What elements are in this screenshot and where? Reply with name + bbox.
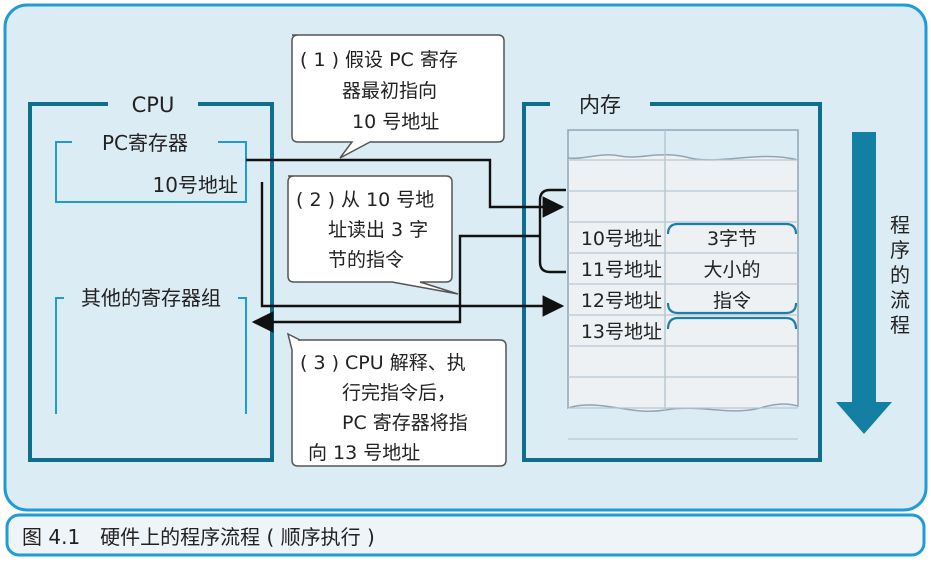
cpu-title: CPU bbox=[132, 93, 175, 117]
memory-address: 12号地址 bbox=[581, 290, 662, 312]
callout-line: 行完指令后， bbox=[342, 382, 456, 404]
pc-register-label: PC寄存器 bbox=[102, 131, 188, 155]
pc-to-addr13-arrow bbox=[260, 182, 565, 317]
memory-address: 13号地址 bbox=[581, 321, 662, 343]
memory-content: 3字节 bbox=[707, 228, 757, 250]
memory-address: 11号地址 bbox=[581, 259, 662, 281]
flow-label-char: 的 bbox=[890, 263, 910, 287]
other-registers-label: 其他的寄存器组 bbox=[81, 286, 221, 310]
callout-line: 10 号地址 bbox=[352, 111, 439, 133]
memory-title: 内存 bbox=[579, 93, 621, 117]
callout-line: 向 13 号地址 bbox=[308, 442, 420, 464]
caption-bar bbox=[5, 513, 926, 557]
memory-strip: 10号地址 3字节 11号地址 大小的 12号地址 指令 13号地址 bbox=[567, 129, 799, 440]
instruction-bracket bbox=[538, 188, 566, 274]
callout-line: 址读出 3 字 bbox=[328, 219, 428, 241]
flow-label-char: 程 bbox=[890, 213, 910, 237]
pc-register-value: 10号地址 bbox=[153, 173, 238, 197]
memory-address: 10号地址 bbox=[581, 228, 662, 250]
flow-label-char: 流 bbox=[890, 288, 910, 312]
memory-content: 大小的 bbox=[703, 259, 760, 281]
callout-line: 节的指令 bbox=[328, 249, 404, 271]
program-flow-arrow bbox=[836, 132, 892, 434]
flow-label-char: 程 bbox=[890, 313, 910, 337]
callout-step-2 bbox=[287, 175, 459, 295]
other-registers-box: 其他的寄存器组 bbox=[55, 286, 247, 414]
pc-to-addr10-arrow bbox=[246, 158, 565, 218]
callout-line: PC 寄存器将指 bbox=[342, 412, 468, 434]
callout-line: 器最初指向 bbox=[342, 80, 437, 102]
instruction-to-cpu-arrow bbox=[251, 234, 540, 333]
connectors bbox=[246, 158, 566, 333]
flow-label-char: 序 bbox=[890, 238, 910, 262]
callout-step-3 bbox=[286, 332, 507, 467]
next-instruction-highlight bbox=[666, 316, 798, 330]
callout-line: ( 1 ) 假设 PC 寄存 bbox=[300, 49, 458, 71]
memory-paper bbox=[567, 129, 799, 412]
callout-step-1 bbox=[291, 34, 505, 159]
instruction-highlight bbox=[666, 222, 798, 315]
callout-line: ( 2 ) 从 10 号地 bbox=[296, 189, 434, 211]
pc-register-box: PC寄存器 10号地址 bbox=[55, 131, 247, 203]
cpu-block: CPU bbox=[28, 93, 274, 462]
caption-text: 图 4.1 硬件上的程序流程 ( 顺序执行 ) bbox=[22, 525, 375, 549]
memory-content: 指令 bbox=[713, 290, 751, 312]
memory-block: 内存 bbox=[522, 93, 822, 462]
callout-line: ( 3 ) CPU 解释、执 bbox=[300, 352, 466, 374]
